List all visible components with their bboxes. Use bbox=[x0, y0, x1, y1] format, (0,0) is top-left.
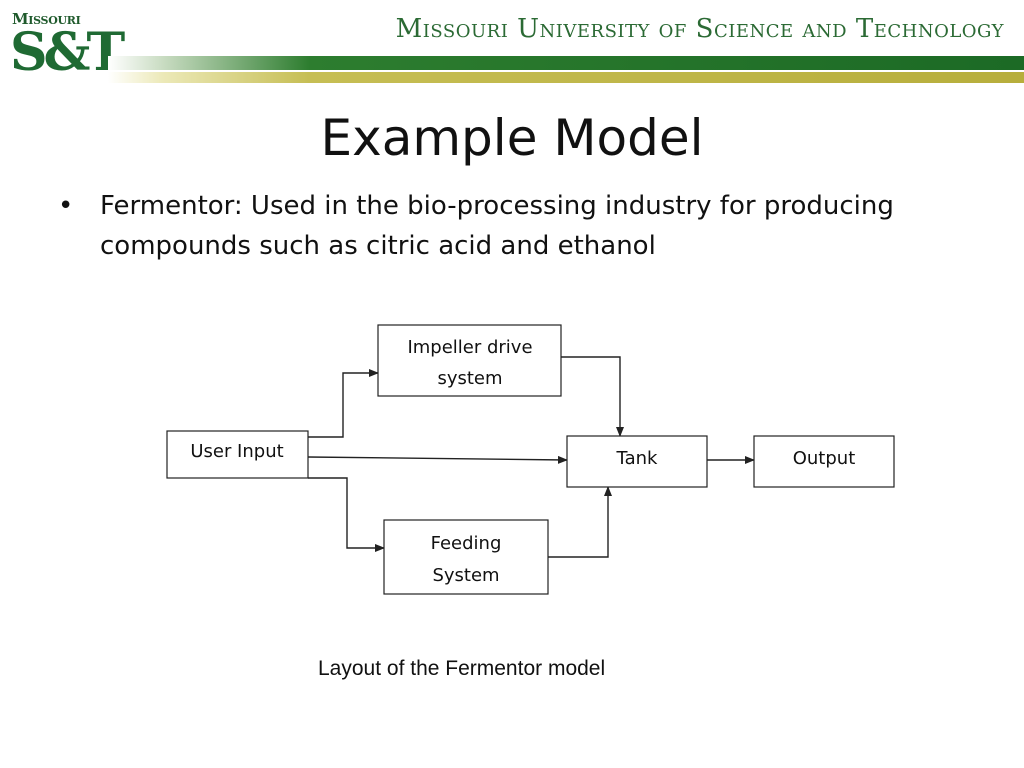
slide-header: Missouri S&T Missouri University of Scie… bbox=[0, 0, 1024, 92]
slide-title: Example Model bbox=[320, 109, 704, 167]
header-green-bar bbox=[108, 56, 1024, 70]
node-tank: Tank bbox=[566, 435, 708, 488]
node-feeding-label-line1: Feeding bbox=[431, 533, 502, 554]
node-impeller-drive-system: Impeller drive system bbox=[377, 324, 562, 397]
edge-userinput-impeller bbox=[308, 369, 379, 438]
node-impeller-label-line2: system bbox=[437, 368, 502, 389]
edge-userinput-tank bbox=[307, 455, 568, 464]
bullet-text: Fermentor: Used in the bio-processing in… bbox=[100, 191, 894, 261]
node-feeding-label-line2: System bbox=[432, 565, 499, 586]
edge-feeding-tank bbox=[548, 486, 612, 558]
bullet-marker: • bbox=[58, 191, 74, 221]
node-tank-label: Tank bbox=[616, 448, 658, 469]
node-user-input: User Input bbox=[166, 430, 309, 479]
university-name: Missouri University of Science and Techn… bbox=[395, 14, 1004, 44]
node-user-input-label: User Input bbox=[190, 441, 283, 462]
edge-userinput-feeding bbox=[308, 477, 385, 552]
header-gold-bar bbox=[108, 72, 1024, 83]
node-impeller-label-line1: Impeller drive bbox=[407, 337, 532, 358]
university-logo: Missouri S&T bbox=[10, 8, 125, 84]
node-output-label: Output bbox=[793, 448, 856, 469]
diagram-edges bbox=[307, 356, 755, 558]
node-output: Output bbox=[753, 435, 895, 488]
logo-top-text: Missouri bbox=[12, 10, 81, 28]
logo-main-text: S&T bbox=[10, 22, 125, 83]
edge-impeller-tank bbox=[561, 356, 624, 437]
diagram-caption: Layout of the Fermentor model bbox=[318, 657, 606, 680]
node-feeding-system: Feeding System bbox=[383, 519, 549, 595]
